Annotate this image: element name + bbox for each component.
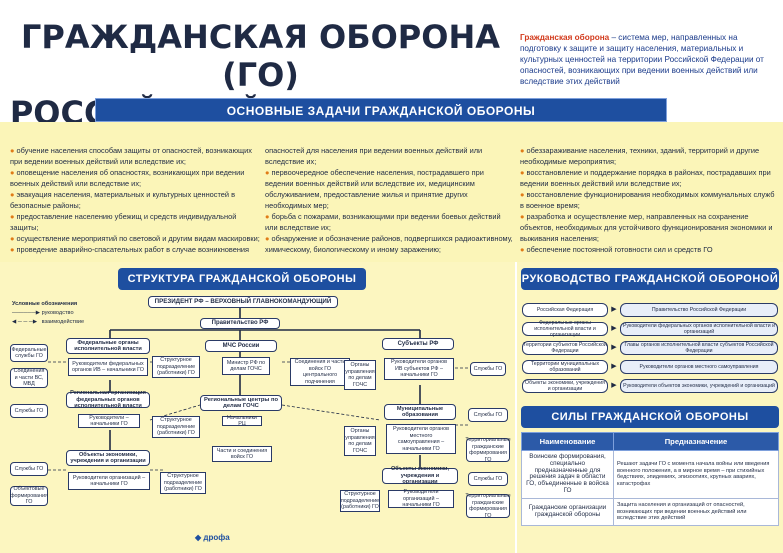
struct-div-2-box: Структурное подразделение (работники) ГО [152, 416, 200, 438]
table-row: Воинские формирования, специально предна… [521, 450, 779, 499]
force-purpose: Решают задачи ГО с момента начала войны … [613, 450, 779, 499]
task-item: ● разработка и осуществление мер, направ… [520, 212, 773, 243]
task-item: ● обеззараживание населения, техники, зд… [520, 146, 760, 166]
president-box: ПРЕЗИДЕНТ РФ – ВЕРХОВНЫЙ ГЛАВНОКОМАНДУЮЩ… [148, 296, 338, 308]
tasks-column-1: ● обучение населения способам защиты от … [10, 145, 260, 255]
forces-table: Наименование Предназначение Воинские фор… [521, 432, 779, 527]
leadership-by: Руководители объектов экономики, учрежде… [620, 379, 778, 393]
government-box: Правительство РФ [200, 318, 280, 329]
subj-services-box: Службы ГО [470, 362, 506, 376]
structure-header: СТРУКТУРА ГРАЖДАНСКОЙ ОБОРОНЫ [118, 268, 366, 290]
definition-text: – система мер, направленных на подготовк… [520, 33, 764, 86]
objects-2-services-box: Службы ГО [468, 472, 508, 486]
legend-lead: ──────▶ руководство [12, 310, 74, 316]
col-name-header: Наименование [521, 432, 614, 451]
leadership-by: Руководители органов местного самоуправл… [620, 360, 778, 374]
force-name: Гражданские организации гражданской обор… [521, 497, 614, 527]
task-item: ● обеспечение постоянной готовности сил … [520, 245, 713, 254]
leadership-row: Российская Федерация ▶ Правительство Рос… [522, 303, 778, 317]
fed-formations-box: Соединения и части ВС, МВД [10, 368, 48, 388]
leadership-row: Территории муниципальных образований ▶ Р… [522, 360, 778, 374]
task-item: ● проведение аварийно-спасательных работ… [10, 245, 250, 254]
leadership-who: Территории муниципальных образований [522, 360, 608, 374]
legend-title: Условные обозначения [12, 301, 78, 307]
subj-mgmt-box: Органы управления по делам ГОЧС [344, 360, 376, 390]
objects-2-formations-box: Территориальные гражданские формирования… [465, 493, 511, 519]
task-item: ● обучение населения способам защиты от … [10, 146, 252, 166]
objects-head-box: Руководители организаций – начальники ГО [68, 472, 150, 490]
reg-organs-box: Региональная организация федеральных орг… [66, 390, 150, 409]
mun-formations-box: Территориальные гражданские формирования… [465, 437, 511, 463]
regional-centers-box: Региональные центры по делам ГОЧС [200, 395, 282, 411]
mun-head-box: Руководители органов местного самоуправл… [386, 424, 456, 454]
tasks-background [0, 122, 783, 262]
fed-head-box: Руководители федеральных органов ИВ – на… [68, 358, 148, 376]
fed-services-box: Федеральные службы ГО [10, 344, 48, 362]
head-rc-box: Начальники РЦ [222, 415, 262, 427]
task-item: ● восстановление и поддержание порядка в… [520, 168, 771, 188]
subj-head-box: Руководители органов ИВ субъектов РФ – н… [384, 358, 454, 380]
task-item: ● первоочередное обеспечение населения, … [265, 168, 484, 210]
leadership-who: Территории субъектов Российской Федераци… [522, 341, 608, 355]
table-row: Гражданские организации гражданской обор… [521, 497, 779, 527]
title-line-1: ГРАЖДАНСКАЯ ОБОРОНА (ГО) [20, 18, 500, 94]
central-forces-box: Соединения и части войск ГО центрального… [290, 358, 350, 386]
task-item: ● обнаружение и обозначение районов, под… [265, 234, 513, 254]
publisher-logo: ◆ дрофа [195, 533, 230, 542]
mchs-box: МЧС России [205, 340, 277, 352]
task-item: ● эвакуация населения, материальных и ку… [10, 190, 235, 210]
col-purpose-header: Предназначение [613, 432, 779, 451]
tasks-header: ОСНОВНЫЕ ЗАДАЧИ ГРАЖДАНСКОЙ ОБОРОНЫ [95, 98, 667, 122]
arrow-right-icon: ▶ [611, 344, 617, 351]
tasks-column-2: опасностей для населения при ведении вое… [265, 145, 513, 255]
leadership-row: Территории субъектов Российской Федераци… [522, 341, 778, 355]
leadership-by: Главы органов исполнительной власти субъ… [620, 341, 778, 355]
fed-organs-box: Федеральные органы исполнительной власти [66, 338, 150, 354]
force-purpose: Защита населения и организаций от опасно… [613, 497, 779, 527]
task-item: ● осуществление мероприятий по световой … [10, 234, 260, 243]
footer [0, 527, 515, 553]
objects-2-box: Объекты экономики, учреждения и организа… [382, 466, 458, 485]
leadership-row: Объекты экономики, учреждения и организа… [522, 379, 778, 393]
objects-box: Объекты экономики, учреждения и организа… [66, 450, 150, 466]
arrow-right-icon: ▶ [611, 382, 617, 389]
forces-header: СИЛЫ ГРАЖДАНСКОЙ ОБОРОНЫ [521, 406, 779, 428]
arrow-right-icon: ▶ [611, 363, 617, 370]
leadership-by: Правительство Российской Федерации [620, 303, 778, 317]
rc-units-box: Части и соединения войск ГО [212, 446, 272, 462]
objects-2-head-box: Руководители организаций – начальники ГО [388, 489, 454, 508]
task-item: ● восстановление функционирования необхо… [520, 190, 775, 210]
mun-mgmt-box: Органы управления по делам ГОЧС [344, 426, 376, 456]
arrow-right-icon: ▶ [611, 306, 617, 313]
reg-services-box: Службы ГО [10, 404, 48, 418]
leadership-who: Федеральные органы исполнительной власти… [522, 320, 608, 338]
leadership-header: РУКОВОДСТВО ГРАЖДАНСКОЙ ОБОРОНОЙ [521, 268, 779, 290]
definition-term: Гражданская оборона [520, 33, 610, 42]
definition: Гражданская оборона – система мер, напра… [520, 32, 778, 87]
municipal-box: Муниципальные образования [384, 404, 456, 420]
task-item: ● оповещение населения об опасностях, во… [10, 168, 245, 188]
arrow-right-icon: ▶ [611, 325, 617, 332]
leadership-who: Российская Федерация [522, 303, 608, 317]
tasks-column-3: ● обеззараживание населения, техники, зд… [520, 145, 778, 255]
task-item: ● предоставление населению убежищ и сред… [10, 212, 237, 232]
mun-services-box: Службы ГО [468, 408, 508, 422]
legend: Условные обозначения ──────▶ руководство… [12, 300, 84, 327]
reg-head-box: Руководители – начальники ГО [78, 414, 140, 428]
objects-services-box: Службы ГО [10, 462, 48, 476]
struct-div-box: Структурное подразделение (работники) ГО [152, 356, 200, 378]
struct-div-3-box: Структурное подразделение (работники) ГО [160, 472, 206, 494]
objects-formations-box: Объектовые формирования ГО [10, 486, 48, 506]
legend-interact: ◀ ─ ─ ─▶ взаимодействие [12, 319, 85, 325]
leadership-row: Федеральные органы исполнительной власти… [522, 320, 778, 338]
minister-box: Министр РФ по делам ГОЧС [222, 357, 270, 375]
force-name: Воинские формирования, специально предна… [521, 450, 614, 499]
subjects-box: Субъекты РФ [382, 338, 454, 350]
task-item: ● борьба с пожарами, возникающими при ве… [265, 212, 501, 232]
leadership-by: Руководители федеральных органов исполни… [620, 322, 778, 336]
leadership-who: Объекты экономики, учреждения и организа… [522, 379, 608, 393]
task-item: опасностей для населения при ведении вое… [265, 146, 483, 166]
objects-2-struct-box: Структурное подразделение (работники) ГО [340, 490, 380, 512]
